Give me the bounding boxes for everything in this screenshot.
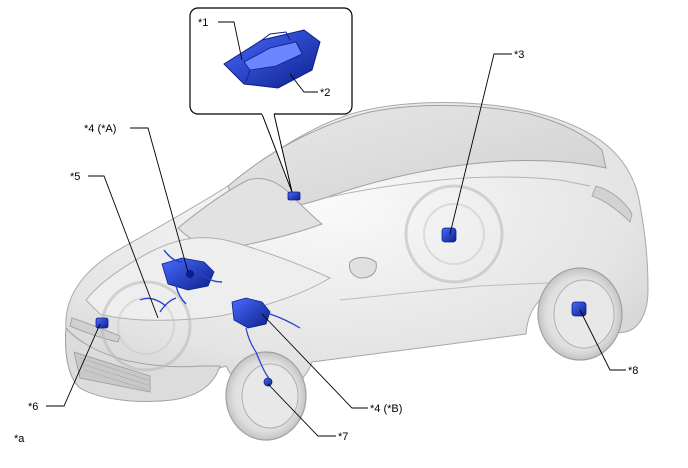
leader-3 <box>449 53 512 235</box>
component-front-sensor <box>95 317 109 329</box>
component-rear-speed-sensor-right <box>571 301 587 317</box>
callout-labels: *1 *2 *3 *4 (*A) *5 *6 *7 *8 *4 (*B) *a <box>14 17 638 445</box>
leader-6 <box>46 323 101 407</box>
headlight <box>69 317 121 343</box>
label-2: *2 <box>320 87 330 99</box>
front-grille <box>73 351 151 393</box>
vehicle-body <box>65 102 649 402</box>
leader-1 <box>218 21 243 61</box>
detail-inset <box>189 7 353 193</box>
front-wheel <box>225 351 307 441</box>
leader-7 <box>267 383 336 437</box>
component-brake-actuator <box>231 297 301 381</box>
far-side-wheels <box>100 184 504 372</box>
label-a: *a <box>14 433 25 445</box>
label-5: *5 <box>70 171 80 183</box>
label-3: *3 <box>514 49 524 61</box>
leader-lines <box>46 21 626 437</box>
label-6: *6 <box>28 401 38 413</box>
leader-2 <box>289 73 318 93</box>
component-yaw-rate-sensor <box>287 191 301 201</box>
leader-4a <box>130 127 189 273</box>
label-8: *8 <box>628 365 638 377</box>
label-1: *1 <box>198 17 208 29</box>
leader-4b <box>261 313 368 409</box>
component-engine-bay-actuator <box>161 249 223 305</box>
side-mirror <box>349 257 377 279</box>
component-wiring-harness <box>139 297 177 313</box>
label-7: *7 <box>338 431 348 443</box>
component-rear-speed-sensor-left <box>441 227 457 243</box>
component-front-speed-sensor <box>263 377 273 387</box>
label-4a: *4 (*A) <box>84 123 116 135</box>
inset-part <box>223 29 321 89</box>
leader-5 <box>88 175 159 319</box>
leader-8 <box>579 309 626 371</box>
label-4b: *4 (*B) <box>370 403 402 415</box>
